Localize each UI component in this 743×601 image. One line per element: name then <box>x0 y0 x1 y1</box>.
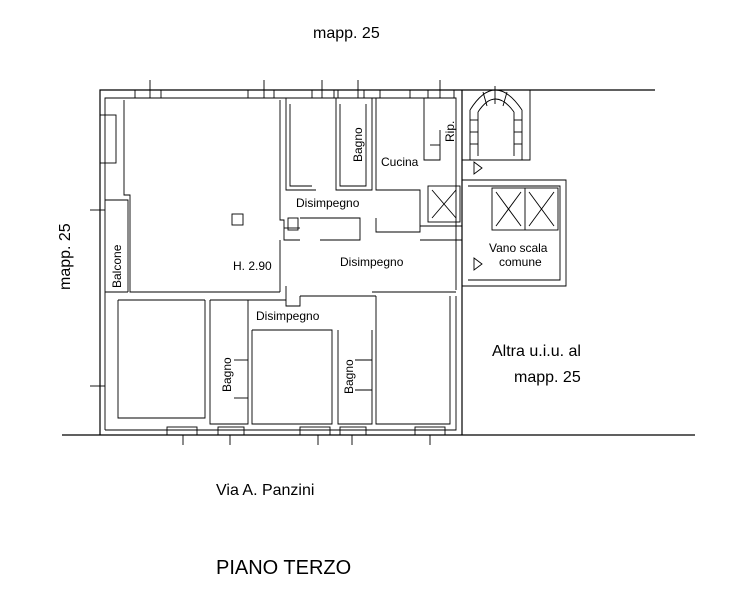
disimpegno-label-2: Disimpegno <box>340 255 404 269</box>
altra-mapp-label: mapp. 25 <box>514 369 581 386</box>
bagno-right-label: Bagno <box>342 359 356 394</box>
balcony-outline <box>105 199 129 293</box>
vano-scala-label-2: comune <box>499 255 542 269</box>
bagno-left-label: Bagno <box>220 357 234 392</box>
vano-scala-label-1: Vano scala <box>489 241 548 255</box>
street-label: Via A. Panzini <box>216 482 314 499</box>
cucina-label: Cucina <box>381 155 419 169</box>
altra-uiu-label: Altra u.i.u. al <box>492 343 581 360</box>
top-mapp-label: mapp. 25 <box>313 25 380 42</box>
balcone-label: Balcone <box>110 244 124 288</box>
disimpegno-label-1: Disimpegno <box>296 196 360 210</box>
left-mapp-label: mapp. 25 <box>57 223 74 290</box>
disimpegno-label-3: Disimpegno <box>256 309 320 323</box>
interior-walls <box>117 98 462 425</box>
floor-title: PIANO TERZO <box>216 557 351 579</box>
room-labels: mapp. 25 mapp. 25 Bagno Rip. Cucina Disi… <box>57 25 581 579</box>
height-label: H. 2.90 <box>233 259 272 273</box>
windows <box>90 80 455 445</box>
stair-core <box>427 86 567 287</box>
bagno-top-label: Bagno <box>351 127 365 162</box>
rip-label: Rip. <box>443 121 457 142</box>
